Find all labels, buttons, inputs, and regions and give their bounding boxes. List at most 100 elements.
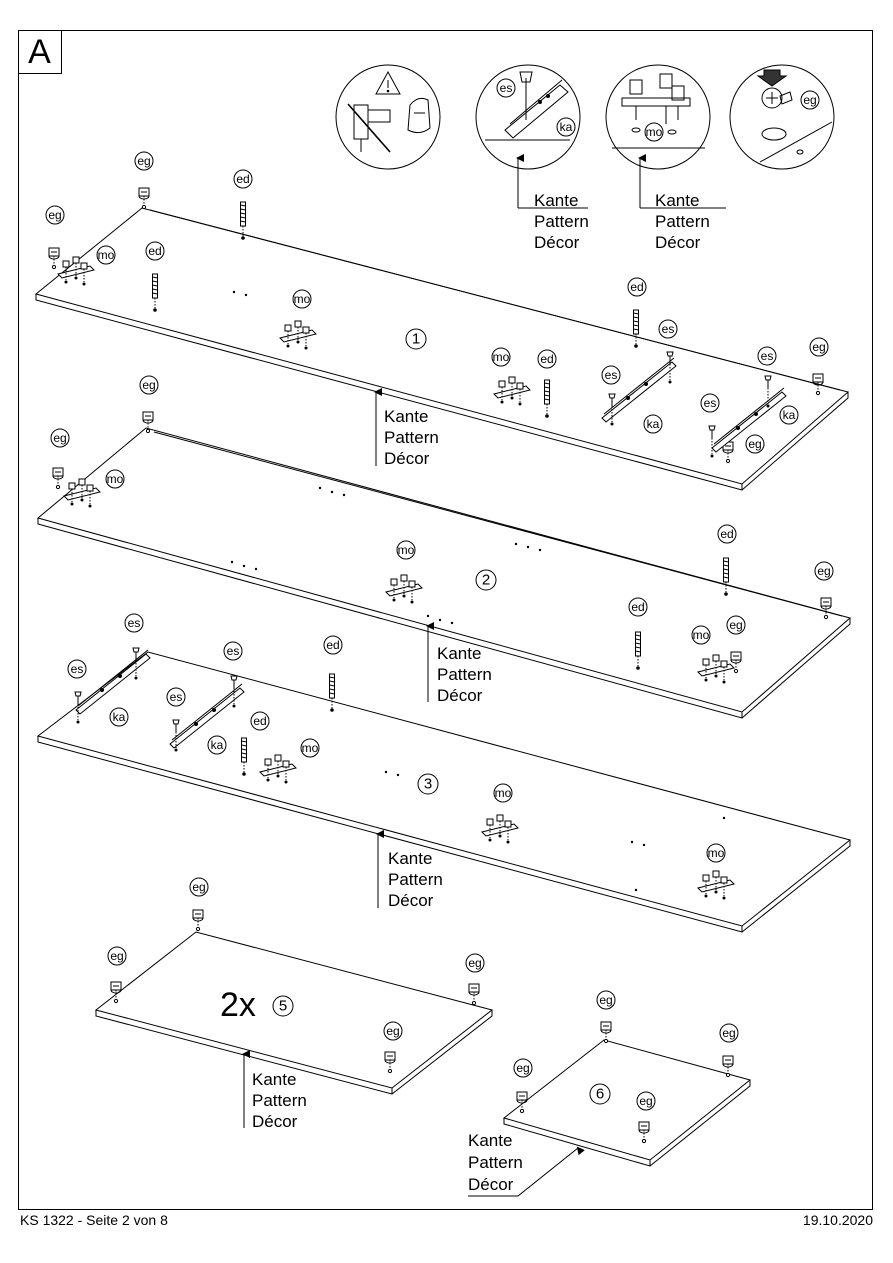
hw-label-mo: mo [96, 245, 116, 265]
cam-lock-fitting [142, 411, 154, 434]
hw-label-text: mo [302, 741, 319, 755]
hw-label-ed: ed [717, 524, 737, 544]
hw-label-text: eg [748, 437, 761, 451]
svg-text:Décor: Décor [252, 1112, 298, 1131]
svg-text:2x: 2x [220, 986, 256, 1024]
dowel-fitting [240, 201, 246, 240]
cam-lock-fitting [110, 981, 122, 1004]
hw-label-text: eg [722, 1026, 735, 1040]
euro-screw-fitting [132, 647, 140, 680]
cam-lock-fitting [638, 1121, 650, 1144]
euro-screw-fitting [230, 675, 238, 708]
hw-label-text: es [227, 644, 240, 658]
hw-label-mo: mo [300, 738, 320, 758]
svg-text:es: es [500, 81, 513, 95]
step-letter: A [18, 30, 62, 74]
hw-label-text: ed [236, 172, 249, 186]
hw-label-text: mo [294, 292, 311, 306]
svg-text:Pattern: Pattern [384, 428, 439, 447]
hw-label-eg: eg [596, 990, 616, 1010]
svg-text:Décor: Décor [468, 1175, 514, 1194]
svg-text:Pattern: Pattern [388, 870, 443, 889]
hw-label-eg: eg [719, 1023, 739, 1043]
cam-lock-fitting [468, 983, 480, 1006]
hw-label-text: eg [110, 949, 123, 963]
hw-label-text: mo [107, 472, 124, 486]
hw-label-eg: eg [50, 428, 70, 448]
hw-label-eg: eg [383, 1021, 403, 1041]
mounting-plate-fitting [279, 320, 317, 350]
svg-text:Pattern: Pattern [655, 212, 710, 231]
svg-text:5: 5 [279, 998, 287, 1015]
hw-label-es: es [757, 346, 777, 366]
hw-label-text: eg [142, 378, 155, 392]
hw-label-text: ka [783, 408, 796, 422]
cam-lock-fitting [722, 1055, 734, 1078]
hw-label-ed: ed [233, 169, 253, 189]
hw-label-mo: mo [105, 469, 125, 489]
svg-text:Kante: Kante [252, 1070, 296, 1089]
mounting-plate-fitting [63, 478, 101, 508]
euro-screw-fitting [666, 351, 674, 384]
edge-marker-panel-1: Kante Pattern Décor [374, 388, 439, 468]
edge-marker-panel-2: Kante Pattern Décor [426, 622, 492, 705]
part-number-2: 2 [475, 569, 497, 591]
cam-lock-fitting [192, 909, 204, 932]
mounting-plate-fitting [481, 814, 519, 844]
dowel-fitting [635, 631, 641, 670]
rail-connector-fitting [169, 683, 245, 749]
no-drill-icon [347, 103, 391, 153]
dowel-fitting [241, 737, 247, 776]
hw-label-mo: mo [292, 289, 312, 309]
hw-label-ed: ed [627, 277, 647, 297]
hw-label-text: eg [48, 208, 61, 222]
svg-text:Kante: Kante [437, 644, 481, 663]
cam-lock-fitting [730, 651, 742, 674]
dowel-fitting [544, 379, 550, 418]
hw-label-eg: eg [465, 953, 485, 973]
svg-text:Pattern: Pattern [252, 1091, 307, 1110]
hw-label-mo: mo [493, 783, 513, 803]
hw-label-ka-detail: ka [556, 117, 576, 137]
panel-3 [36, 651, 852, 933]
hw-label-text: es [662, 322, 675, 336]
hw-label-eg: eg [814, 561, 834, 581]
cam-lock-fitting [600, 1021, 612, 1044]
hw-label-mo: mo [396, 540, 416, 560]
warning-triangle-icon [375, 70, 401, 95]
hw-label-eg: eg [107, 946, 127, 966]
hw-label-ed: ed [537, 349, 557, 369]
footer-document-info: KS 1322 - Seite 2 von 8 [20, 1212, 168, 1228]
dowel-fitting [723, 557, 729, 596]
mounting-plate-fitting [697, 654, 735, 684]
hw-label-text: eg [468, 956, 481, 970]
hw-label-eg: eg [636, 1091, 656, 1111]
hw-label-mo: mo [706, 843, 726, 863]
svg-text:6: 6 [596, 1086, 604, 1103]
hw-label-es: es [223, 641, 243, 661]
panel-2 [36, 427, 852, 719]
hw-label-text: mo [708, 846, 725, 860]
hw-label-eg: eg [809, 337, 829, 357]
mounting-plate-fitting [385, 574, 423, 604]
hw-label-text: ed [253, 714, 266, 728]
hw-label-ka: ka [779, 405, 799, 425]
svg-text:Kante: Kante [534, 191, 578, 210]
mounting-plate-fitting [697, 870, 735, 900]
hw-label-eg: eg [726, 615, 746, 635]
cam-lock-fitting [384, 1051, 396, 1074]
svg-text:Kante: Kante [388, 849, 432, 868]
hw-label-text: ed [630, 280, 643, 294]
rail-connector-fitting [75, 649, 151, 715]
hand-press-icon [407, 97, 431, 134]
panel-6 [502, 1039, 752, 1167]
hw-label-text: ka [113, 710, 126, 724]
hw-label-text: eg [53, 431, 66, 445]
hw-label-text: eg [599, 993, 612, 1007]
svg-text:Décor: Décor [534, 233, 580, 252]
panel-1 [34, 207, 850, 491]
hw-label-text: mo [693, 628, 710, 642]
dowel-fitting [152, 273, 158, 312]
hw-label-eg: eg [134, 151, 154, 171]
hw-label-text: eg [639, 1094, 652, 1108]
